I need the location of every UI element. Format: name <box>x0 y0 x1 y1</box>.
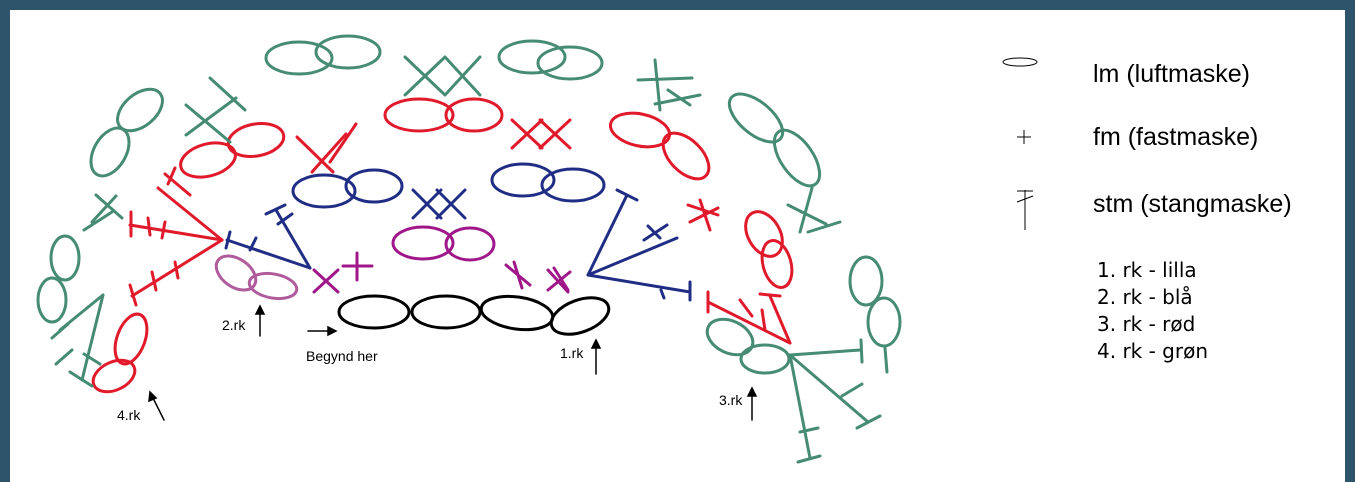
single-crochet <box>686 198 720 232</box>
double-crochet <box>706 290 792 345</box>
chain-stitch <box>264 40 334 76</box>
chain-stitch <box>226 122 286 158</box>
double-crochet <box>586 188 662 277</box>
chain-stitch <box>91 358 137 394</box>
chain-stitch <box>705 317 755 357</box>
double-crochet <box>586 273 692 302</box>
chain-stitch <box>49 234 81 282</box>
single-crochet <box>341 251 374 282</box>
label-row3: 3.rk <box>719 392 743 408</box>
chain-stitch <box>444 97 504 133</box>
double-crochet-icon <box>1016 190 1034 230</box>
chart-stitches <box>36 34 902 464</box>
row4-stitches <box>36 34 902 464</box>
start-chain <box>337 294 611 336</box>
double-crochet <box>788 353 882 430</box>
legend-row: 4. rk - grøn <box>1097 339 1208 363</box>
chain-stitch <box>337 294 411 330</box>
arrow-diag-icon <box>152 397 165 421</box>
double-crochet <box>264 203 312 270</box>
double-crochet <box>224 230 312 270</box>
oval-icon <box>1002 57 1038 67</box>
chain-stitch <box>536 45 604 81</box>
chain-stitch <box>739 343 791 375</box>
single-crochet <box>435 188 467 220</box>
double-crochet <box>128 210 224 242</box>
chain-stitch <box>540 167 606 203</box>
label-row2: 2.rk <box>222 317 246 333</box>
double-crochet <box>50 293 105 366</box>
row3-stitches <box>91 97 794 394</box>
chain-stitch <box>744 210 784 258</box>
faded-chain <box>214 254 299 301</box>
double-crochet <box>68 293 105 388</box>
legend-row: 1. rk - lilla <box>1097 258 1197 282</box>
double-crochet <box>788 353 822 464</box>
double-crochet <box>128 238 224 307</box>
single-crochet <box>636 58 702 112</box>
chain-stitch <box>391 225 455 261</box>
single-crochet <box>295 122 358 174</box>
chain-stitch <box>608 111 672 149</box>
single-crochet <box>504 260 532 290</box>
chain-stitch <box>383 97 455 133</box>
chain-stitch <box>89 126 131 178</box>
legend-row: 3. rk - rød <box>1097 312 1195 336</box>
single-crochet <box>312 268 340 294</box>
chain-stitch <box>314 34 382 70</box>
chain-stitch <box>444 226 496 262</box>
chain-stitch <box>116 87 164 133</box>
double-crochet <box>586 223 679 277</box>
plus-icon <box>1017 130 1031 144</box>
single-crochet <box>510 118 572 150</box>
legend-row: 2. rk - blå <box>1097 285 1193 309</box>
single-crochet <box>82 193 124 232</box>
chain-stitch <box>214 254 258 292</box>
single-crochet <box>184 76 247 144</box>
chain-stitch <box>344 168 404 204</box>
label-begin: Begynd her <box>306 348 378 364</box>
double-crochet <box>758 292 792 345</box>
double-crochet <box>156 166 224 242</box>
chain-stitch <box>866 296 902 348</box>
chain-stitch <box>772 128 822 188</box>
chain-stitch <box>490 162 556 198</box>
chain-stitch <box>247 271 299 301</box>
chain-stitch <box>661 131 711 181</box>
chain-stitch <box>497 39 567 75</box>
label-row1: 1.rk <box>560 345 584 361</box>
single-crochet <box>411 188 443 220</box>
chain-stitch <box>727 92 785 144</box>
single-crochet <box>403 55 482 97</box>
legend-label: fm (fastmaske) <box>1093 123 1258 151</box>
single-crochet <box>546 266 572 294</box>
chain-stitch <box>113 312 149 366</box>
legend-label: lm (luftmaske) <box>1093 60 1250 88</box>
chain-stitch <box>36 276 68 324</box>
legend-label: stm (stangmaske) <box>1093 190 1292 218</box>
chain-stitch <box>549 296 611 336</box>
single-crochet <box>786 186 842 234</box>
legend: lm (luftmaske) fm (fastmaske) stm (stang… <box>1002 57 1292 363</box>
chain-stitch <box>848 255 884 307</box>
chain-stitch <box>479 294 555 332</box>
chain-stitch <box>760 239 794 289</box>
double-crochet <box>788 338 889 374</box>
label-row4: 4.rk <box>117 407 141 423</box>
row2-stitches <box>224 162 692 302</box>
chain-stitch <box>179 141 237 179</box>
chain-stitch <box>410 294 482 330</box>
arrows <box>148 304 758 421</box>
chain-stitch <box>291 173 357 209</box>
row1-stitches <box>312 225 572 294</box>
